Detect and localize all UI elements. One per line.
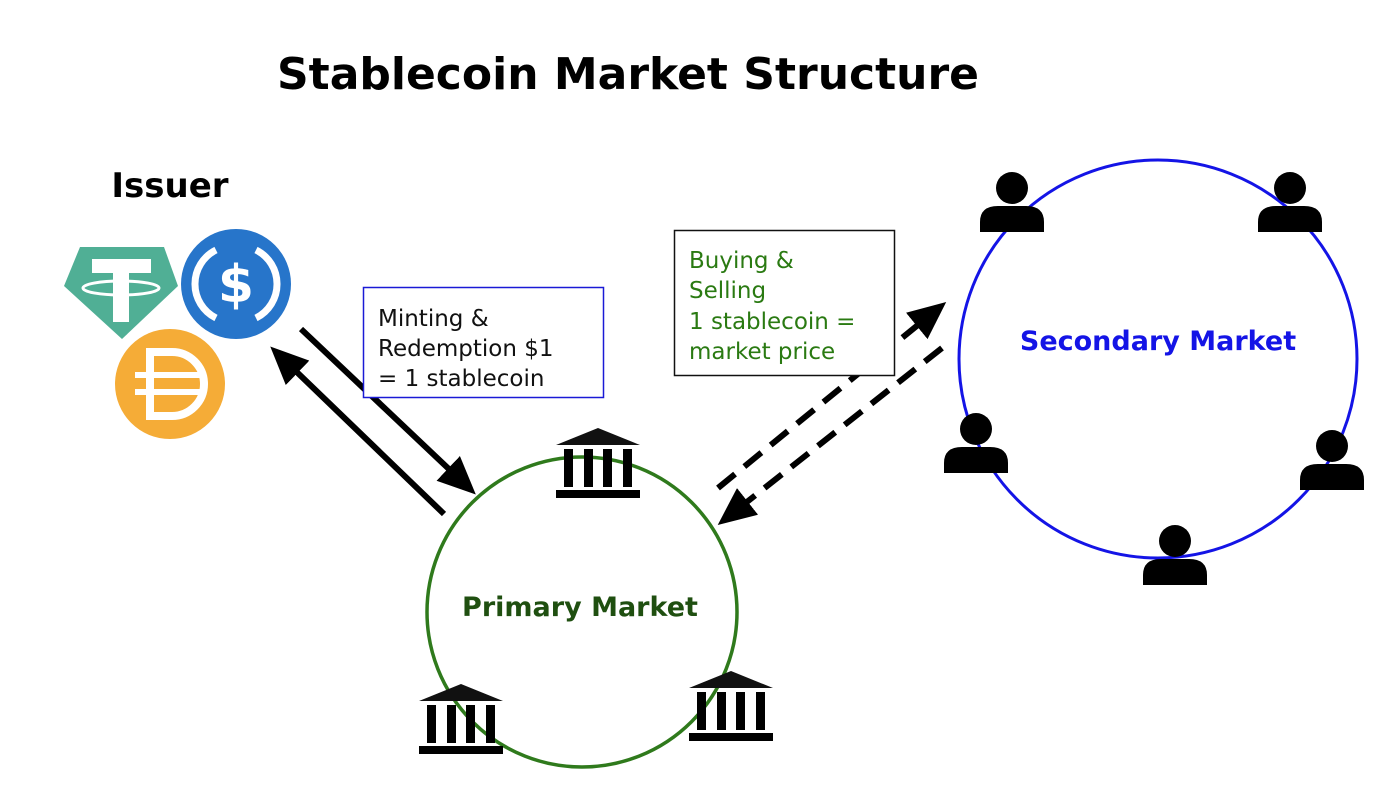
buying-line: market price [689,339,835,365]
person-icon [1258,172,1322,232]
secondary-market-label: Secondary Market [1020,326,1296,357]
buying-line: 1 stablecoin = [689,309,855,335]
minting-line: Redemption $1 [378,336,554,362]
selling-arrow [717,345,944,525]
person-icon [1300,430,1364,490]
bank-icon [689,671,773,741]
primary-market-circle [425,455,739,769]
primary-market-label: Primary Market [462,592,698,623]
minting-redemption-text: Minting & Redemption $1 = 1 stablecoin [378,306,554,392]
issuer-label: Issuer [111,166,228,206]
buying-line: Buying & [689,248,794,274]
buying-selling-text: Buying & Selling 1 stablecoin = market p… [689,248,855,365]
minting-arrow [298,326,476,495]
person-icon [944,413,1008,473]
buying-selling-box [673,229,896,377]
tether-logo-icon [64,247,178,339]
buying-line: Selling [689,278,766,304]
minting-redemption-box [362,286,605,399]
minting-line: Minting & [378,306,489,332]
redemption-arrow [270,346,447,517]
svg-text:$: $ [218,255,254,315]
diagram-title: Stablecoin Market Structure [277,49,979,100]
minting-line: = 1 stablecoin [378,366,544,392]
dai-logo-icon [115,329,225,439]
secondary-market-circle [957,158,1359,560]
usdc-logo-icon: $ [181,229,291,339]
buying-arrow [716,301,947,491]
bank-icon [419,684,503,754]
bank-icon [556,428,640,498]
